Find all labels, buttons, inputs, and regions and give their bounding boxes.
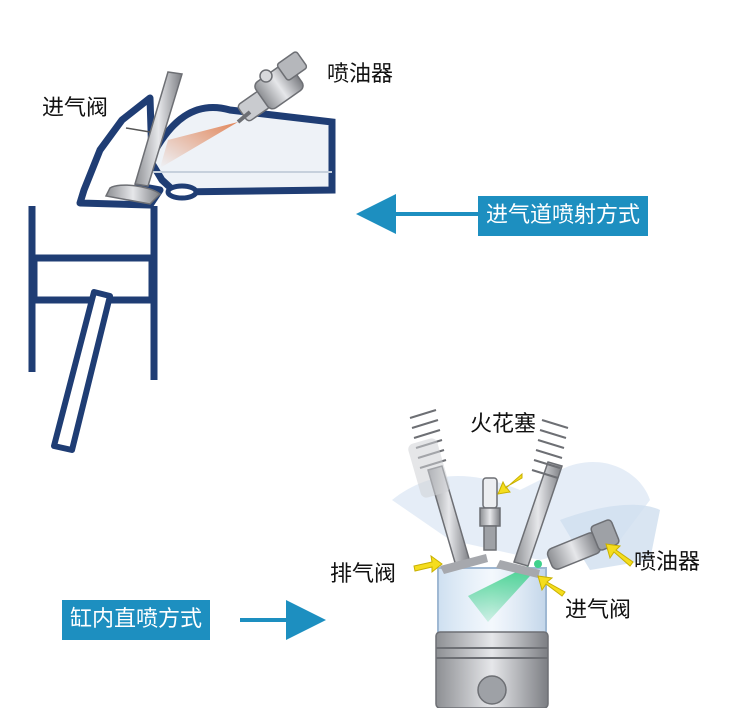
direct-piston [435, 631, 549, 708]
exhaust-valve-label: 排气阀 [330, 562, 397, 587]
port-injector-label: 喷油器 [327, 62, 394, 87]
intake-valve-leader [125, 127, 151, 133]
spark-plug [479, 477, 501, 551]
intake-valve-pointer [537, 575, 566, 597]
connecting-rod [51, 289, 113, 453]
fuel-spray [160, 122, 238, 168]
spark-plug-label: 火花塞 [470, 412, 537, 437]
exhaust-valve [408, 409, 488, 574]
injector-pointer [605, 543, 634, 567]
cylinder-schematic [28, 206, 158, 453]
direct-injection-callout: 缸内直喷方式 [62, 600, 211, 640]
direct-injector-label: 喷油器 [634, 550, 701, 575]
direct-intake-valve [496, 419, 569, 578]
direct-injection-illustration [392, 409, 660, 708]
spark-plug-pointer [497, 472, 523, 495]
direct-fuel-injector [534, 519, 620, 570]
port-intake-valve-label: 进气阀 [42, 96, 109, 121]
exhaust-valve-pointer [413, 554, 443, 574]
direct-fuel-spray [468, 566, 530, 622]
intake-valve [104, 71, 183, 205]
pointer-arrows [413, 472, 634, 597]
port-fuel-injector [236, 51, 308, 124]
direct-intake-valve-label: 进气阀 [565, 598, 632, 623]
port-injection-callout: 进气道喷射方式 [478, 196, 649, 236]
